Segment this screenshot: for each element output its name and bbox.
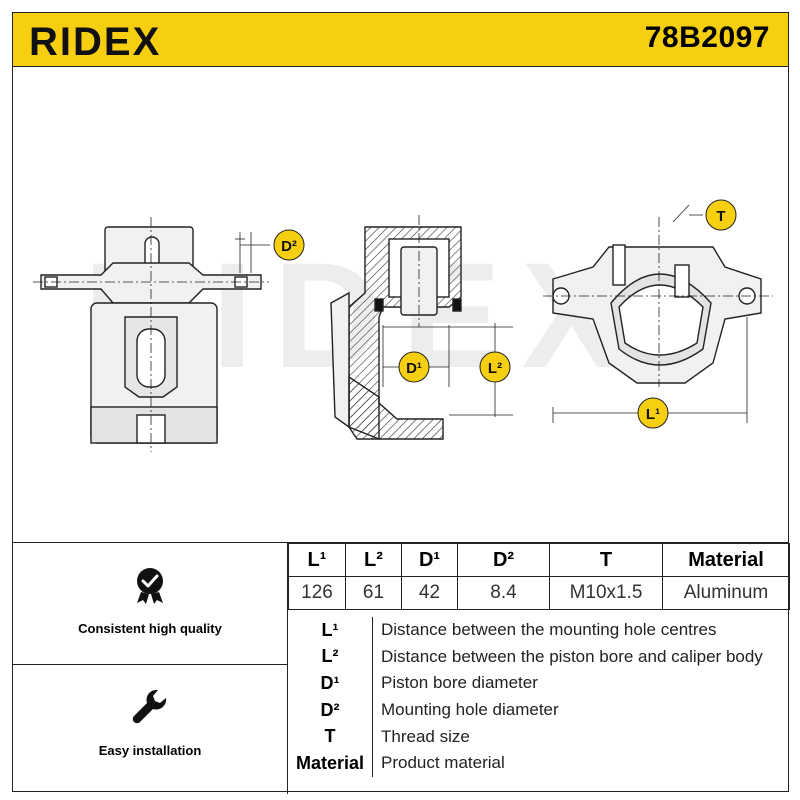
t-label: T: [716, 208, 725, 225]
spec-section: Consistent high quality Easy installatio…: [13, 542, 790, 794]
header-cell: D²: [457, 543, 550, 577]
l2-label: L²: [488, 360, 502, 377]
wrench-icon: [132, 689, 167, 724]
dimension-table: L¹ L² D¹ D² T Material 126 61 42 8.4 M10…: [288, 543, 790, 610]
legend-desc: Product material: [381, 753, 505, 773]
legend-desc: Distance between the mounting hole centr…: [381, 620, 717, 640]
d1-label-circle: [398, 351, 430, 383]
technical-drawing: RIDEX D²: [13, 67, 788, 542]
header-bar: RIDEX 78B2097: [13, 13, 788, 67]
dimension-legend: L¹ Distance between the mounting hole ce…: [288, 617, 790, 794]
dimension-header-row: L¹ L² D¹ D² T Material: [288, 543, 790, 577]
product-sheet: RIDEX 78B2097 RIDEX: [12, 12, 790, 794]
value-cell: 61: [345, 576, 402, 610]
quality-badge-icon: [137, 568, 163, 604]
legend-row: L² Distance between the piston bore and …: [288, 643, 790, 671]
legend-desc: Piston bore diameter: [381, 673, 538, 693]
d2-label: D²: [281, 238, 297, 255]
header-cell: D¹: [401, 543, 458, 577]
brand-text: RIDEX: [29, 21, 161, 61]
l1-label-circle: [637, 397, 669, 429]
d1-label: D¹: [406, 360, 422, 377]
feature-installation: Easy installation: [13, 665, 287, 794]
d2-label-circle: [273, 229, 305, 261]
value-cell: 42: [401, 576, 458, 610]
value-cell: 126: [288, 576, 346, 610]
legend-row: T Thread size: [288, 723, 790, 750]
feature-label: Easy installation: [98, 743, 202, 758]
feature-label: Consistent high quality: [78, 621, 222, 636]
legend-key: D²: [288, 696, 373, 724]
legend-desc: Distance between the piston bore and cal…: [381, 646, 763, 666]
dimension-value-row: 126 61 42 8.4 M10x1.5 Aluminum: [288, 576, 790, 610]
header-cell: T: [549, 543, 663, 577]
l2-label-circle: [479, 351, 511, 383]
header-cell: Material: [662, 543, 790, 577]
caliper-drawing: RIDEX D²: [33, 199, 773, 452]
t-label-circle: [705, 199, 737, 231]
legend-row: D² Mounting hole diameter: [288, 696, 790, 724]
legend-key: L²: [288, 643, 373, 671]
value-cell: M10x1.5: [549, 576, 663, 610]
header-cell: L¹: [288, 543, 346, 577]
value-cell: Aluminum: [662, 576, 790, 610]
legend-row: L¹ Distance between the mounting hole ce…: [288, 617, 790, 644]
feature-quality: Consistent high quality: [13, 543, 287, 665]
legend-row: Material Product material: [288, 749, 790, 777]
header-cell: L²: [345, 543, 402, 577]
feature-panel: Consistent high quality Easy installatio…: [13, 543, 288, 794]
l1-label: L¹: [646, 406, 660, 423]
ridex-logo: RIDEX: [29, 21, 161, 61]
value-cell: 8.4: [457, 576, 550, 610]
legend-desc: Thread size: [381, 726, 470, 746]
legend-desc: Mounting hole diameter: [381, 700, 559, 720]
legend-row: D¹ Piston bore diameter: [288, 670, 790, 697]
legend-key: L¹: [288, 617, 373, 644]
caliper-top-view: [552, 244, 762, 384]
legend-key: Material: [288, 749, 373, 777]
legend-key: T: [288, 723, 373, 750]
caliper-front-view: [40, 226, 262, 444]
legend-key: D¹: [288, 670, 373, 697]
part-number: 78B2097: [644, 21, 770, 54]
